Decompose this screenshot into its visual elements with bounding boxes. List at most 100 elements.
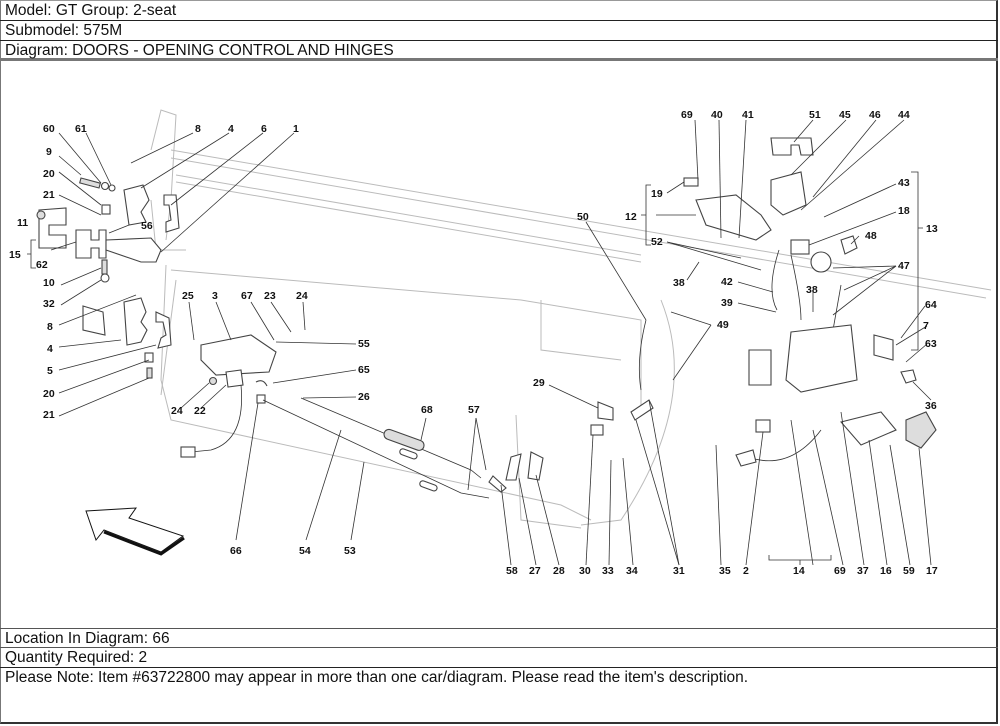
callout: 13 [926,223,938,235]
callout: 10 [43,277,55,289]
callout: 36 [925,400,937,412]
callout: 59 [903,565,915,577]
hinge-pin-bracket [163,194,180,233]
callout: 52 [651,236,663,248]
bolt-21-lower [146,367,153,379]
model-row: Model: GT Group: 2-seat [0,1,998,21]
lock-actuator-12 [695,194,772,241]
lock-cylinder-13 [810,251,832,273]
cover-51 [770,137,814,156]
callout: 45 [839,109,851,121]
quantity-required-row: Quantity Required: 2 [0,648,998,668]
callout: 35 [719,565,731,577]
callout: 4 [47,343,53,355]
spring-65 [255,380,268,387]
callout: 66 [230,545,242,557]
shim-h [75,229,107,259]
callout: 53 [344,545,356,557]
callout: 8 [47,321,53,333]
callout-labels: 60 61 8 4 6 1 9 20 21 11 56 15 62 10 32 … [9,109,938,577]
microswitch-18 [790,239,810,255]
latch-2 [785,324,858,393]
callout: 63 [925,338,937,350]
callout: 61 [75,123,87,135]
lock-button [748,349,772,386]
inner-handle [200,334,277,376]
callout: 37 [857,565,869,577]
microswitch-69 [735,449,757,467]
callout: 58 [506,565,518,577]
callout: 20 [43,388,55,400]
door-check-arm [105,237,162,263]
callout: 1 [293,123,299,135]
exploded-parts-diagram: 60 61 8 4 6 1 9 20 21 11 56 15 62 10 32 … [1,62,996,628]
callout: 8 [195,123,201,135]
shim-plate [38,207,67,249]
callout: 69 [834,565,846,577]
nut-11 [36,210,46,220]
callout: 64 [925,299,937,311]
direction-arrow-icon [85,507,185,556]
connector [180,446,196,458]
callout: 60 [43,123,55,135]
bush-20 [101,204,111,215]
callout: 48 [865,230,877,242]
callout: 23 [264,290,276,302]
diagram-svg: 60 61 8 4 6 1 9 20 21 11 56 15 62 10 32 … [9,109,992,577]
callout: 26 [358,391,370,403]
callout: 38 [673,277,685,289]
callout: 20 [43,168,55,180]
lever-27 [505,453,522,481]
callout: 43 [898,177,910,189]
callout: 56 [141,220,153,232]
callout: 65 [358,364,370,376]
sleeve-68 [383,428,425,451]
callout: 50 [577,211,589,223]
pin-10 [101,259,108,275]
callout: 6 [261,123,267,135]
callout: 69 [681,109,693,121]
callout: 18 [898,205,910,217]
shim-17 [905,411,937,449]
bush-20-lower [144,352,154,363]
clip-19 [683,177,699,187]
link-29 [597,401,614,421]
callout: 22 [194,405,206,417]
callout: 67 [241,290,253,302]
callout: 42 [721,276,733,288]
callout: 11 [17,217,28,229]
callout: 51 [809,109,821,121]
callout: 34 [626,565,638,577]
callout: 24 [296,290,308,302]
callout: 12 [625,211,637,223]
callout: 4 [228,123,234,135]
hinge-plate-upper [123,184,150,226]
callout: 68 [421,404,433,416]
callout: 55 [358,338,370,350]
callout: 40 [711,109,723,121]
key-48 [840,235,858,255]
callout: 15 [9,249,21,261]
outer-handle-45 [770,171,807,216]
washer-61 [108,184,116,192]
callout: 28 [553,565,565,577]
parts [36,137,937,499]
callout: 38 [806,284,818,296]
callout: 5 [47,365,53,377]
hinge-reinforcement [82,305,106,336]
diagram-title-row: Diagram: DOORS - OPENING CONTROL AND HIN… [0,41,998,61]
callout: 54 [299,545,311,557]
callout: 46 [869,109,881,121]
callout: 31 [673,565,685,577]
callout: 30 [579,565,591,577]
callout: 47 [898,260,910,272]
handle-plate-22 [225,369,244,388]
callout: 24 [171,405,183,417]
lever-28 [527,451,544,481]
bush-30 [590,424,604,436]
washer-60 [100,181,110,191]
connector-2 [755,419,771,433]
callout: 62 [36,259,48,271]
callout: 39 [721,297,733,309]
